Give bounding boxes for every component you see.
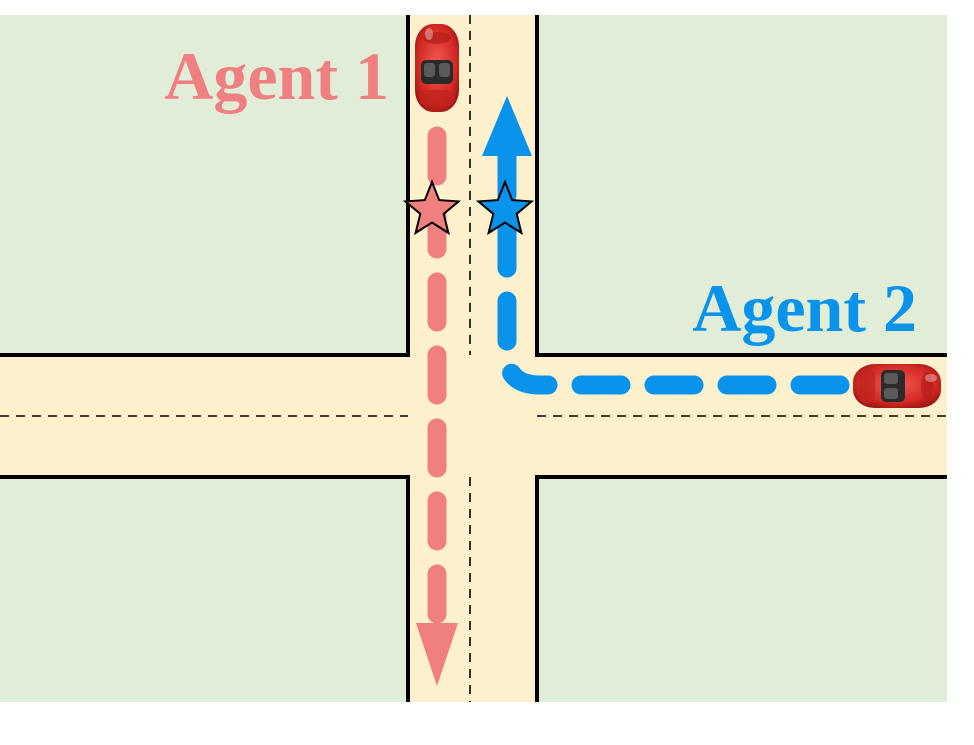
agent2-car-icon	[853, 364, 941, 408]
agent1-star-icon	[402, 179, 462, 236]
agent1-arrowhead	[416, 623, 458, 686]
grass-block-top-left	[0, 15, 408, 355]
grass-block-bottom-left	[0, 477, 408, 702]
grass-block-top-right	[537, 15, 947, 355]
agent1-car-icon	[415, 24, 459, 112]
agent2-path	[482, 96, 850, 395]
agent2-star-icon	[475, 179, 535, 236]
grass-block-bottom-right	[537, 477, 947, 702]
road-horizontal	[0, 355, 947, 477]
road-curbs	[0, 15, 947, 702]
agent2-arrowhead	[482, 96, 532, 156]
agent2-label: Agent 2	[692, 270, 917, 346]
agent1-label: Agent 1	[164, 38, 389, 114]
lane-center-lines	[0, 15, 947, 702]
